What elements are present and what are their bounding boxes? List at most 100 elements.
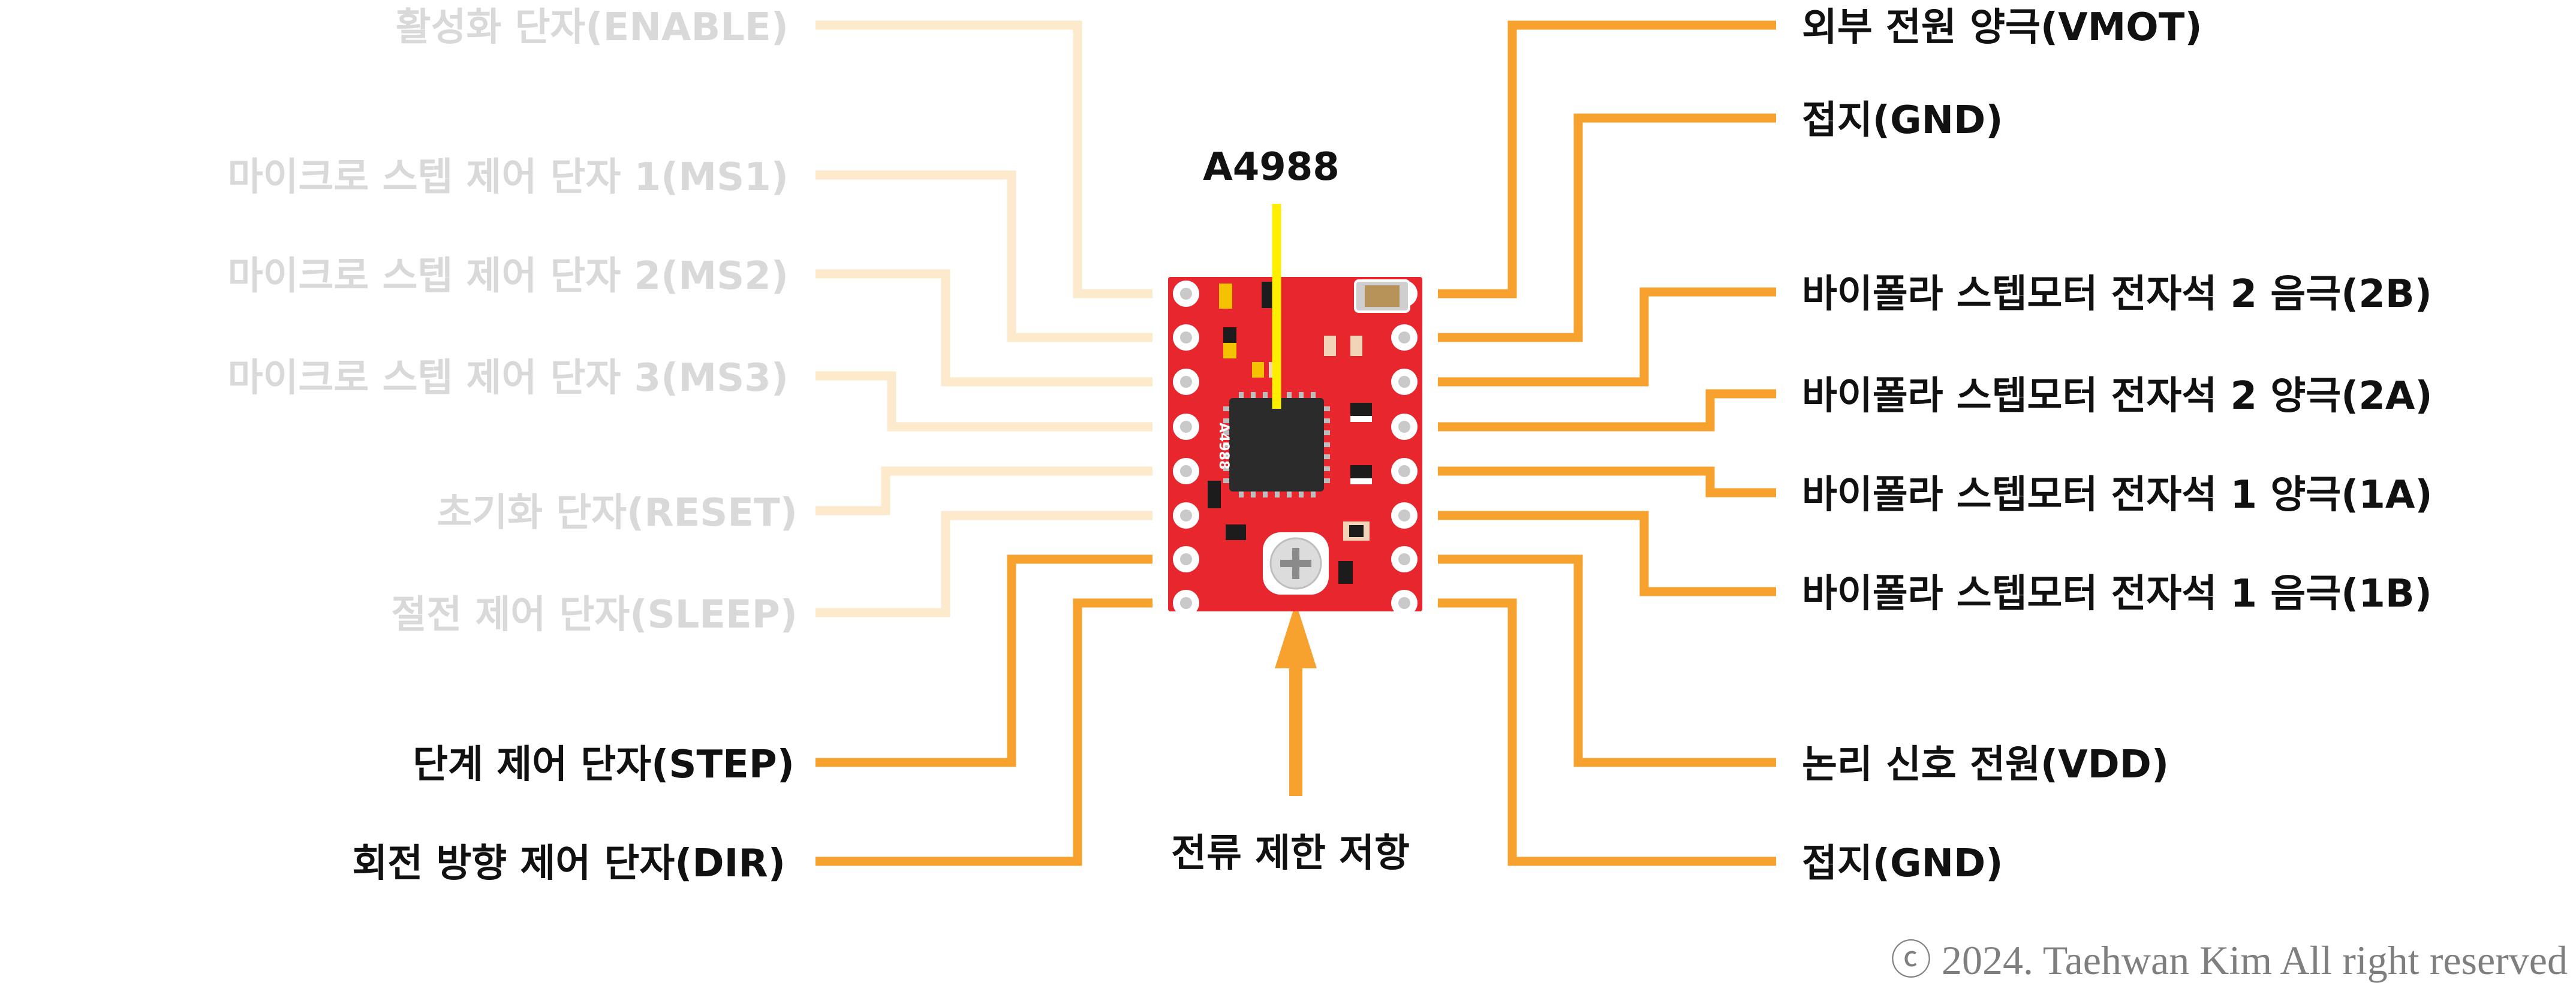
- ic-lead: [1251, 492, 1256, 497]
- header-pin-hole: [1398, 509, 1410, 521]
- left-connector-line: [815, 170, 1152, 342]
- header-pin-hole: [1180, 597, 1192, 609]
- ic-lead: [1324, 478, 1330, 483]
- header-pin-hole: [1180, 331, 1192, 343]
- right-pin-labels: 외부 전원 양극(VMOT) 접지(GND) 바이폴라 스텝모터 전자석 2 음…: [1802, 5, 2433, 886]
- smd-component: [1350, 403, 1372, 416]
- ic-lead: [1275, 492, 1280, 497]
- smd-component-pad: [1350, 478, 1372, 484]
- pin-label-reset: 초기화 단자(RESET): [437, 491, 798, 535]
- ic-lead: [1223, 466, 1229, 471]
- pin-label-gnd-top: 접지(GND): [1802, 98, 2003, 143]
- pin-label-2a: 바이폴라 스텝모터 전자석 2 양극(2A): [1802, 374, 2433, 418]
- smd-component: [1223, 343, 1236, 358]
- a4988-ic: [1229, 398, 1324, 492]
- left-connector-line: [815, 371, 1152, 432]
- right-connector-lines: [1438, 20, 1776, 866]
- pin-label-vdd: 논리 신호 전원(VDD): [1802, 743, 2169, 787]
- ic-lead: [1311, 392, 1316, 398]
- ic-lead: [1263, 392, 1268, 398]
- pin-label-vmot: 외부 전원 양극(VMOT): [1802, 5, 2202, 50]
- header-pin-hole: [1398, 376, 1410, 388]
- ic-lead: [1287, 392, 1292, 398]
- potentiometer: [1263, 532, 1329, 595]
- left-connector-line: [815, 598, 1152, 866]
- right-connector-line: [1438, 20, 1776, 298]
- potentiometer-arrow: [1275, 602, 1317, 796]
- pin-label-enable: 활성화 단자(ENABLE): [396, 5, 789, 50]
- ic-lead: [1223, 418, 1229, 423]
- a4988-board: A4988: [1168, 277, 1422, 616]
- right-connector-line: [1438, 466, 1776, 497]
- ic-lead: [1263, 492, 1268, 497]
- pin-label-1a: 바이폴라 스텝모터 전자석 1 양극(1A): [1802, 473, 2433, 517]
- ic-lead: [1324, 418, 1330, 423]
- smd-component: [1324, 336, 1336, 356]
- left-pin-labels: 활성화 단자(ENABLE) 마이크로 스텝 제어 단자 1(MS1) 마이크로…: [228, 5, 798, 886]
- header-pin-hole: [1180, 465, 1192, 477]
- ic-lead: [1223, 478, 1229, 483]
- ic-lead: [1324, 442, 1330, 447]
- right-connector-line: [1438, 598, 1776, 866]
- left-connector-line: [815, 466, 1152, 515]
- smd-resistor: [1219, 284, 1232, 309]
- header-pin-hole: [1398, 421, 1410, 433]
- left-connector-line: [815, 20, 1152, 298]
- ic-lead: [1299, 492, 1304, 497]
- left-connector-line: [815, 511, 1152, 617]
- header-pin-hole: [1180, 288, 1192, 300]
- header-pin-hole: [1180, 553, 1192, 565]
- ic-lead: [1239, 492, 1244, 497]
- ic-lead: [1324, 454, 1330, 459]
- smd-component: [1226, 524, 1246, 540]
- ic-lead: [1299, 392, 1304, 398]
- header-pin-hole: [1398, 465, 1410, 477]
- pin-label-ms1: 마이크로 스텝 제어 단자 1(MS1): [228, 155, 789, 200]
- ic-lead: [1311, 492, 1316, 497]
- left-connector-line: [815, 554, 1152, 767]
- ic-lead: [1239, 392, 1244, 398]
- right-connector-line: [1438, 511, 1776, 596]
- left-connector-line: [815, 269, 1152, 387]
- pin-label-step: 단계 제어 단자(STEP): [413, 743, 795, 787]
- ic-lead: [1324, 466, 1330, 471]
- right-connector-line: [1438, 113, 1776, 342]
- pin-label-1b: 바이폴라 스텝모터 전자석 1 음극(1B): [1802, 572, 2432, 616]
- header-pin-hole: [1398, 331, 1410, 343]
- capacitor-body: [1365, 285, 1400, 307]
- ic-lead: [1223, 406, 1229, 411]
- potentiometer-label: 전류 제한 저항: [1171, 831, 1410, 876]
- smd-component: [1223, 327, 1236, 343]
- copyright-notice: ⓒ 2024. Taehwan Kim All right reserved: [1891, 937, 2568, 983]
- header-pin-hole: [1180, 421, 1192, 433]
- right-connector-line: [1438, 554, 1776, 767]
- smd-component: [1208, 481, 1221, 508]
- ic-lead: [1251, 392, 1256, 398]
- header-pins: [1173, 281, 1418, 616]
- pin-label-sleep: 절전 제어 단자(SLEEP): [391, 593, 798, 637]
- pin-label-ms2: 마이크로 스텝 제어 단자 2(MS2): [228, 254, 789, 298]
- ic-lead: [1287, 492, 1292, 497]
- smd-component: [1350, 336, 1362, 356]
- board-silkscreen: A4988: [1216, 423, 1231, 469]
- right-connector-line: [1438, 389, 1776, 432]
- header-pin-hole: [1398, 597, 1410, 609]
- smd-component: [1350, 465, 1372, 478]
- chip-title: A4988: [1203, 145, 1340, 189]
- ic-lead: [1324, 406, 1330, 411]
- ic-lead: [1223, 430, 1229, 435]
- pin-label-gnd-bottom: 접지(GND): [1802, 842, 2003, 886]
- smd-component: [1252, 362, 1264, 378]
- ic-lead: [1324, 430, 1330, 435]
- smd-component: [1338, 561, 1353, 584]
- header-pin-hole: [1180, 509, 1192, 521]
- left-connector-lines: [815, 20, 1152, 866]
- header-pin-hole: [1180, 376, 1192, 388]
- right-connector-line: [1438, 287, 1776, 387]
- smd-component: [1349, 525, 1364, 537]
- pin-label-dir: 회전 방향 제어 단자(DIR): [352, 842, 786, 886]
- smd-component: [1262, 282, 1275, 308]
- ic-lead: [1223, 454, 1229, 459]
- header-pin-hole: [1398, 553, 1410, 565]
